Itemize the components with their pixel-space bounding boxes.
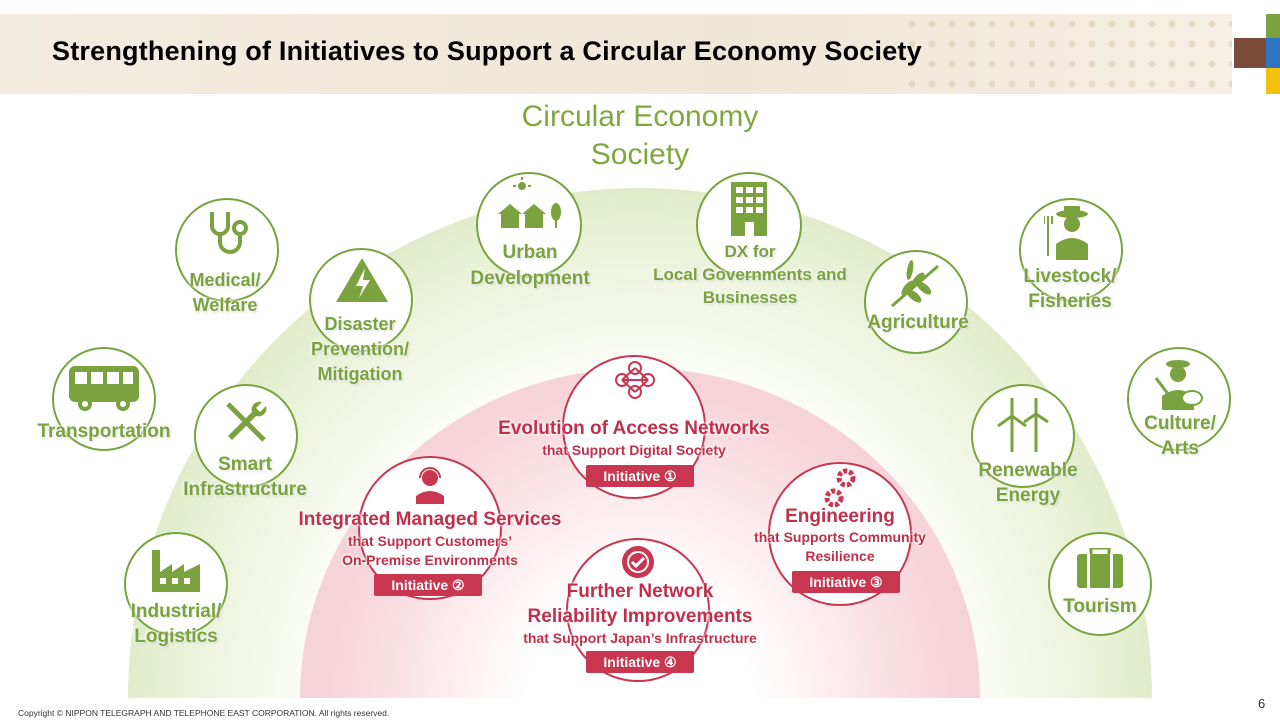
gears-icon (824, 468, 856, 508)
farmer-icon (1044, 206, 1088, 260)
header-band (0, 14, 1232, 94)
network-people-icon (615, 361, 655, 399)
wind-turbine-icon (997, 398, 1049, 452)
hero-title: Circular Economy Society (0, 98, 1280, 174)
initiative-title-3: Engineering (740, 505, 940, 529)
subtitle-line: Resilience (805, 548, 875, 564)
subtitle-line: that Supports Community (754, 529, 926, 545)
initiative-badge-4: Initiative ④ (586, 651, 694, 673)
title-line: Reliability Improvements (527, 606, 753, 627)
label-line: Renewable (978, 460, 1078, 481)
sector-circle-renewable (971, 384, 1075, 488)
label-line: Tourism (1063, 596, 1137, 617)
subtitle-line: that Support Japan’s Infrastructure (523, 630, 757, 646)
page-title: Strengthening of Initiatives to Support … (52, 36, 922, 66)
brand-square-yellow (1266, 68, 1280, 94)
operator-headset-icon (416, 467, 444, 504)
label-line: Culture/ (1144, 413, 1216, 434)
initiative-badge-2: Initiative ② (374, 574, 482, 596)
painter-icon (1154, 360, 1203, 410)
label-line: Transportation (37, 421, 171, 442)
title-line: Engineering (785, 506, 895, 527)
initiative-subtitle-4: that Support Japan’s Infrastructure (480, 629, 800, 647)
label-line: Fisheries (1028, 291, 1112, 312)
suitcase-icon (1077, 548, 1123, 588)
label-line: Welfare (192, 295, 258, 315)
bus-icon (69, 366, 139, 411)
label-line: Disaster (324, 314, 396, 334)
brand-square-brown (1234, 38, 1266, 68)
initiative-subtitle-1: that Support Digital Society (484, 441, 784, 459)
sector-circle-smart-infra (194, 384, 298, 488)
hero-title-line: Circular Economy (521, 100, 759, 133)
label-line: Development (470, 268, 590, 289)
sector-label-transportation: Transportation (24, 419, 184, 444)
sector-label-agriculture: Agriculture (850, 310, 986, 336)
sector-circle-agriculture (864, 250, 968, 354)
sector-label-medical: Medical/ Welfare (160, 268, 290, 318)
houses-sun-icon (498, 177, 561, 228)
sector-circle-industrial (124, 532, 228, 636)
initiative-subtitle-2: that Support Customers’ On-Premise Envir… (280, 532, 580, 570)
initiative-title-1: Evolution of Access Networks (464, 417, 804, 441)
label-line: Agriculture (867, 312, 969, 333)
label-line: Prevention/ (310, 339, 410, 359)
hero-title-line: Society (590, 138, 690, 171)
label-line: Logistics (134, 626, 218, 647)
wheat-icon (891, 260, 939, 308)
label-line: Medical/ (189, 270, 261, 290)
brand-square-green (1266, 14, 1280, 38)
copyright-footer: Copyright © NIPPON TELEGRAPH AND TELEPHO… (18, 708, 390, 718)
label-line: DX for (724, 242, 776, 261)
label-line: Businesses (702, 288, 798, 307)
label-line: Industrial/ (130, 601, 222, 622)
building-icon (731, 182, 767, 236)
page-number: 6 (1258, 696, 1266, 711)
title-line: Evolution of Access Networks (498, 418, 770, 439)
initiative-subtitle-3: that Supports Community Resilience (720, 528, 960, 566)
sector-label-culture: Culture/ Arts (1110, 411, 1250, 461)
title-line: Further Network (566, 581, 714, 602)
label-line: Urban (502, 242, 558, 263)
subtitle-line: that Support Digital Society (542, 442, 726, 458)
sector-label-tourism: Tourism (1040, 594, 1160, 619)
sector-label-dx: DX for Local Governments and Businesses (630, 240, 870, 309)
title-line: Integrated Managed Services (298, 509, 562, 530)
label-line: Arts (1160, 438, 1199, 459)
initiative-title-2: Integrated Managed Services (260, 508, 600, 532)
lightning-warning-icon (336, 258, 388, 302)
subtitle-line: that Support Customers’ (347, 533, 513, 549)
sector-label-livestock: Livestock/ Fisheries (1000, 264, 1140, 314)
sector-label-smart-infra: Smart Infrastructure (170, 452, 320, 502)
label-line: Local Governments and (653, 265, 847, 284)
label-line: Smart (218, 454, 272, 475)
check-seal-icon (622, 546, 654, 578)
factory-icon (152, 550, 200, 592)
label-line: Livestock/ (1023, 266, 1117, 287)
initiative-title-4: Further Network Reliability Improvements (480, 579, 800, 629)
sector-label-industrial: Industrial/ Logistics (106, 599, 246, 649)
label-line: Energy (995, 485, 1061, 506)
brand-square-blue (1266, 38, 1280, 68)
stethoscope-icon (210, 212, 248, 254)
initiative-badge-1: Initiative ① (586, 465, 694, 487)
initiative-badge-3: Initiative ③ (792, 571, 900, 593)
label-line: Mitigation (317, 364, 403, 384)
sector-label-renewable: Renewable Energy (955, 458, 1101, 508)
sector-label-urban: Urban Development (450, 240, 610, 292)
subtitle-line: On-Premise Environments (342, 552, 518, 568)
label-line: Infrastructure (183, 479, 307, 500)
header-pattern (902, 14, 1232, 94)
sector-label-disaster: Disaster Prevention/ Mitigation (290, 312, 430, 387)
tools-icon (226, 401, 267, 442)
